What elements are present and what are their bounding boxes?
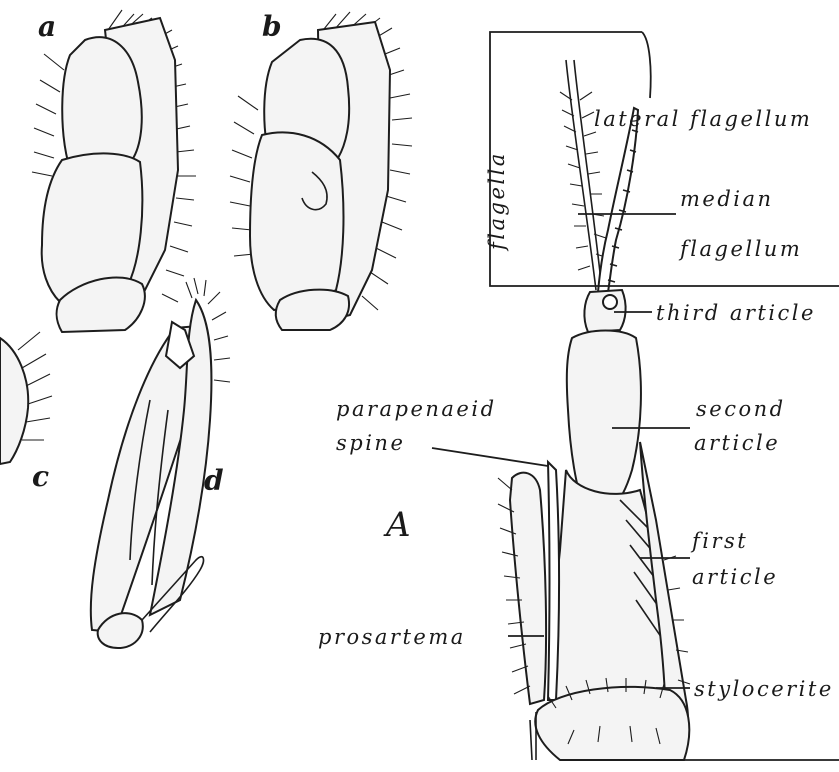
- median-flagellum-shape: [598, 108, 638, 292]
- stylocerite-label: stylocerite: [694, 677, 834, 701]
- prosartema-shape: [510, 473, 546, 704]
- panel-c-drawing: [0, 332, 52, 464]
- panel-a-drawing: [32, 10, 196, 332]
- antennule-main-drawing: [498, 60, 690, 760]
- lateral-flagellum-label: lateral flagellum: [594, 107, 812, 131]
- first-article-label-1: first: [690, 529, 748, 553]
- second-article-label-2: article: [694, 431, 780, 455]
- panel-A-label: A: [383, 505, 411, 545]
- basal-lobe-shape: [535, 687, 689, 760]
- flagella-label: flagella: [485, 151, 509, 252]
- panel-c-label: c: [32, 460, 49, 493]
- panel-d-label: d: [204, 464, 224, 497]
- lateral-flagellum-shape: [566, 60, 596, 290]
- parapenaeid-spine-shape: [548, 462, 559, 700]
- first-article-label-2: article: [692, 565, 778, 589]
- panel-d-drawing: [91, 278, 230, 648]
- median-flagellum-label-1: median: [680, 187, 774, 211]
- prosartema-label: prosartema: [318, 625, 466, 649]
- parapenaeid-spine-label-1: parapenaeid: [336, 397, 497, 421]
- panel-b-drawing: [230, 12, 412, 330]
- median-flagellum-label-2: flagellum: [678, 237, 802, 261]
- third-article-label: third article: [656, 301, 816, 325]
- second-article-label-1: second: [696, 397, 786, 421]
- parapenaeid-spine-label-2: spine: [336, 431, 405, 455]
- parapenaeid-spine-leader: [432, 448, 548, 466]
- panel-b-label: b: [262, 10, 282, 43]
- panel-a-label: a: [38, 10, 56, 43]
